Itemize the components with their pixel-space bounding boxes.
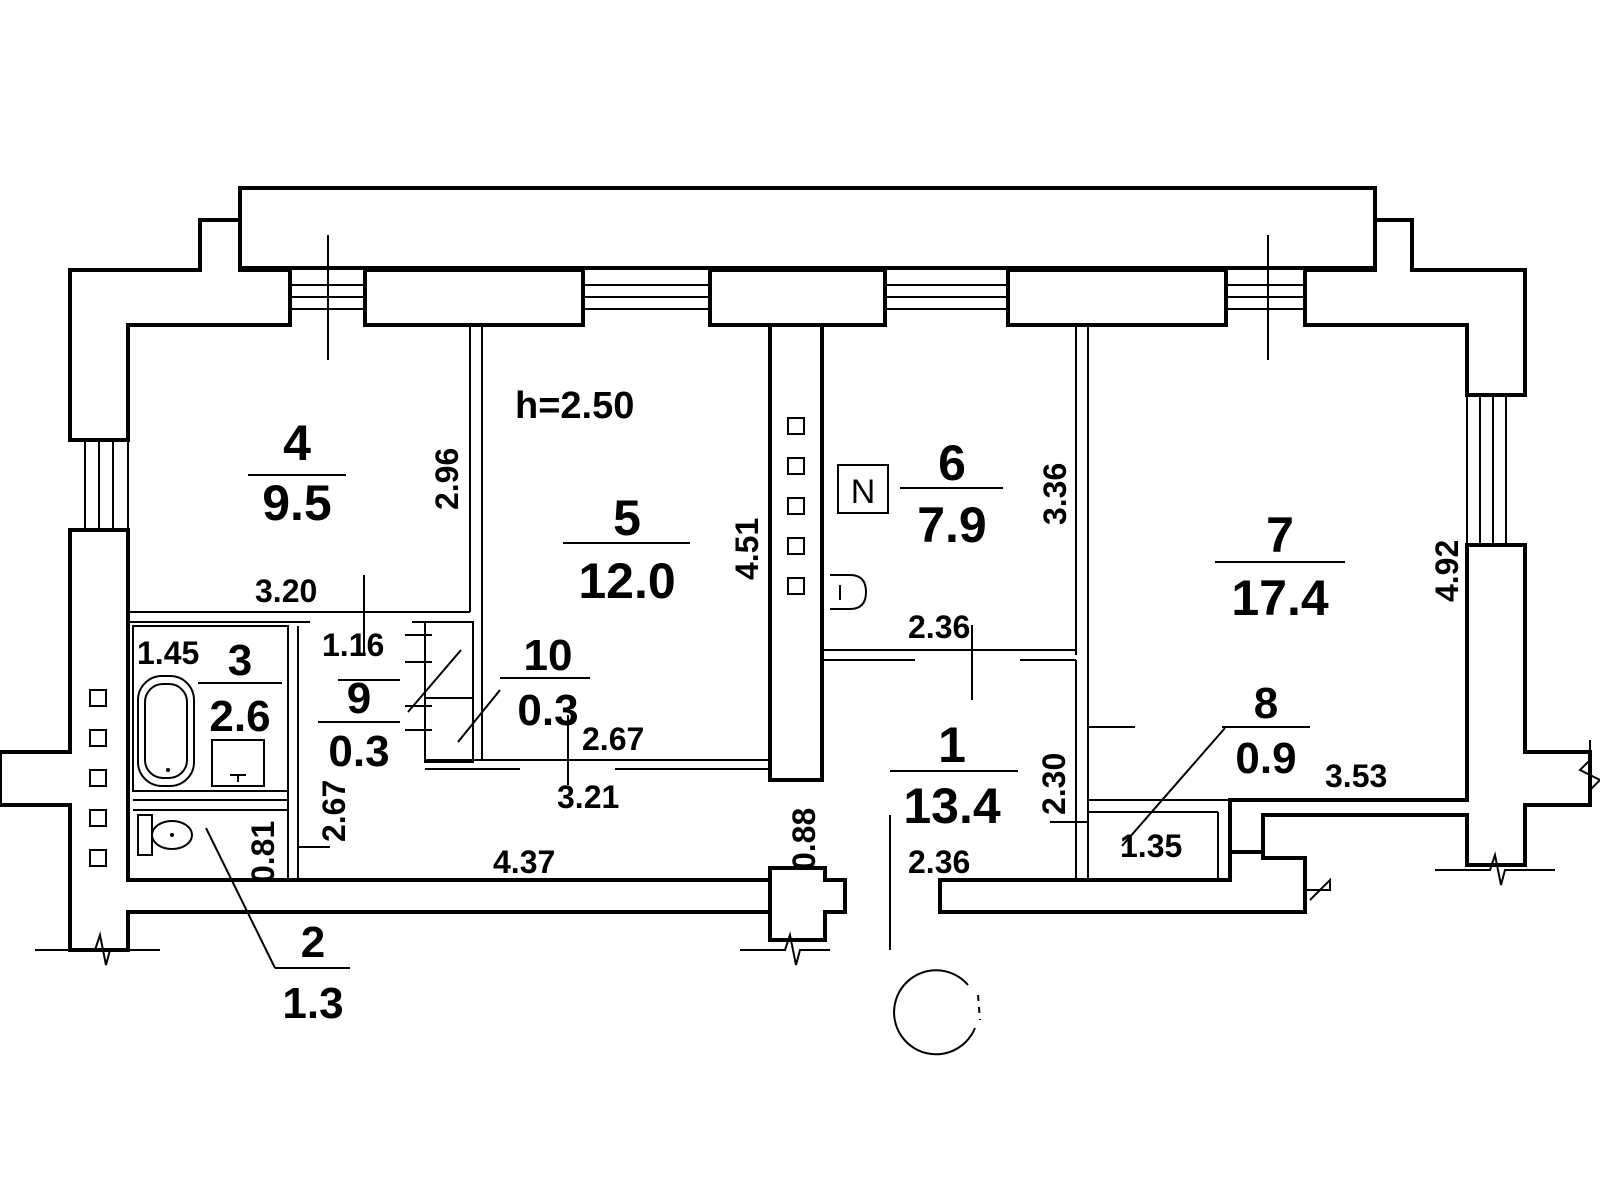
- room-4: 4 9.5: [248, 415, 346, 531]
- room-number: 8: [1254, 679, 1278, 728]
- dim-r9-width: 1.16: [322, 627, 384, 663]
- dim-r5-depth: 4.51: [729, 518, 765, 580]
- dim-corr-length: 4.37: [493, 844, 555, 880]
- room-3: 3 2.6: [198, 636, 282, 741]
- room-number: 10: [524, 631, 573, 680]
- room-9: 9 0.3: [318, 674, 400, 776]
- room-number: 2: [301, 918, 325, 967]
- partitions: [127, 325, 1468, 880]
- balcony: [238, 186, 1377, 270]
- room-10: 10 0.3: [500, 631, 590, 735]
- room-area: 12.0: [578, 553, 675, 609]
- room-5: 5 12.0: [563, 490, 690, 609]
- fixtures: N: [89, 417, 889, 867]
- dim-r4-width: 3.20: [255, 573, 317, 609]
- dim-corr-width: 3.21: [557, 779, 619, 815]
- room-area: 7.9: [917, 497, 987, 553]
- room-area: 1.3: [282, 979, 343, 1028]
- pier-2: [708, 268, 887, 327]
- room-area: 13.4: [903, 778, 1001, 834]
- dim-r7-depth: 4.92: [1429, 540, 1465, 602]
- bathtub-icon: [137, 675, 195, 787]
- room-6: 6 7.9: [900, 435, 1003, 553]
- toilet-icon: [137, 814, 193, 856]
- window-room7-top: [1226, 235, 1305, 360]
- dimension-lines: [35, 575, 1600, 969]
- dim-r3-width: 1.45: [137, 635, 199, 671]
- room-1: 1 13.4: [890, 717, 1018, 834]
- ceiling-height: h=2.50: [515, 385, 634, 427]
- room-area: 0.3: [328, 727, 389, 776]
- stove-symbol: N: [851, 473, 876, 511]
- kitchen-sink-icon: [830, 574, 868, 610]
- windows: [84, 235, 1507, 545]
- vent-shaft-center: [787, 417, 805, 595]
- room-number: 6: [938, 435, 966, 491]
- window-room4: [290, 235, 365, 360]
- room-number: 9: [347, 674, 371, 723]
- stove-icon: N: [837, 464, 889, 514]
- dim-r7-bottom: 3.53: [1325, 758, 1387, 794]
- dim-r8-width: 1.35: [1120, 828, 1182, 864]
- room-number: 1: [938, 717, 966, 773]
- sink-icon: [211, 739, 265, 787]
- dim-r1-width: 2.36: [908, 844, 970, 880]
- window-room7-side: [1479, 395, 1507, 545]
- room-area: 17.4: [1231, 570, 1329, 626]
- room-area: 9.5: [262, 475, 332, 531]
- window-room5: [583, 284, 710, 310]
- vent-shaft-left: [89, 689, 107, 867]
- dim-r1-depth: 2.30: [1036, 753, 1072, 815]
- dim-r6-width: 2.36: [908, 609, 970, 645]
- room-area: 0.3: [517, 686, 578, 735]
- outer-walls: [0, 186, 1592, 952]
- room-7: 7 17.4: [1215, 507, 1345, 626]
- dim-r6-depth: 3.36: [1037, 463, 1073, 525]
- pier-1: [363, 268, 585, 327]
- window-left: [84, 440, 114, 530]
- pier-3: [1006, 268, 1228, 327]
- wall-bottom-right: [938, 850, 1307, 914]
- room-8: 8 0.9: [1222, 679, 1310, 783]
- room-number: 4: [283, 415, 311, 471]
- room-area: 0.9: [1235, 734, 1296, 783]
- dim-corr-depth: 2.67: [316, 780, 352, 842]
- wall-entrance-stub: [768, 866, 847, 942]
- room-area: 2.6: [209, 692, 270, 741]
- central-wall: [768, 323, 824, 782]
- room-labels: 4 9.5 5 12.0 6 7.9 7 17.4 1 13.4: [198, 415, 1345, 1028]
- dim-r5-bottom: 2.67: [582, 721, 644, 757]
- wall-right: [1228, 543, 1592, 867]
- room-2: 2 1.3: [282, 918, 343, 1028]
- dim-door-gap: 0.88: [786, 808, 822, 870]
- wall-top-left: [68, 218, 292, 442]
- room-number: 5: [613, 490, 641, 546]
- dimension-labels: 3.20 2.96 4.51 2.67 3.36 2.36 4.92 3.53 …: [137, 448, 1465, 883]
- room-number: 7: [1266, 507, 1294, 563]
- dim-r2-width: 0.81: [245, 821, 281, 883]
- dim-r4-depth: 2.96: [429, 448, 465, 510]
- entrance-door-icon: [893, 969, 981, 1056]
- window-room6: [885, 284, 1008, 310]
- room-number: 3: [228, 636, 252, 685]
